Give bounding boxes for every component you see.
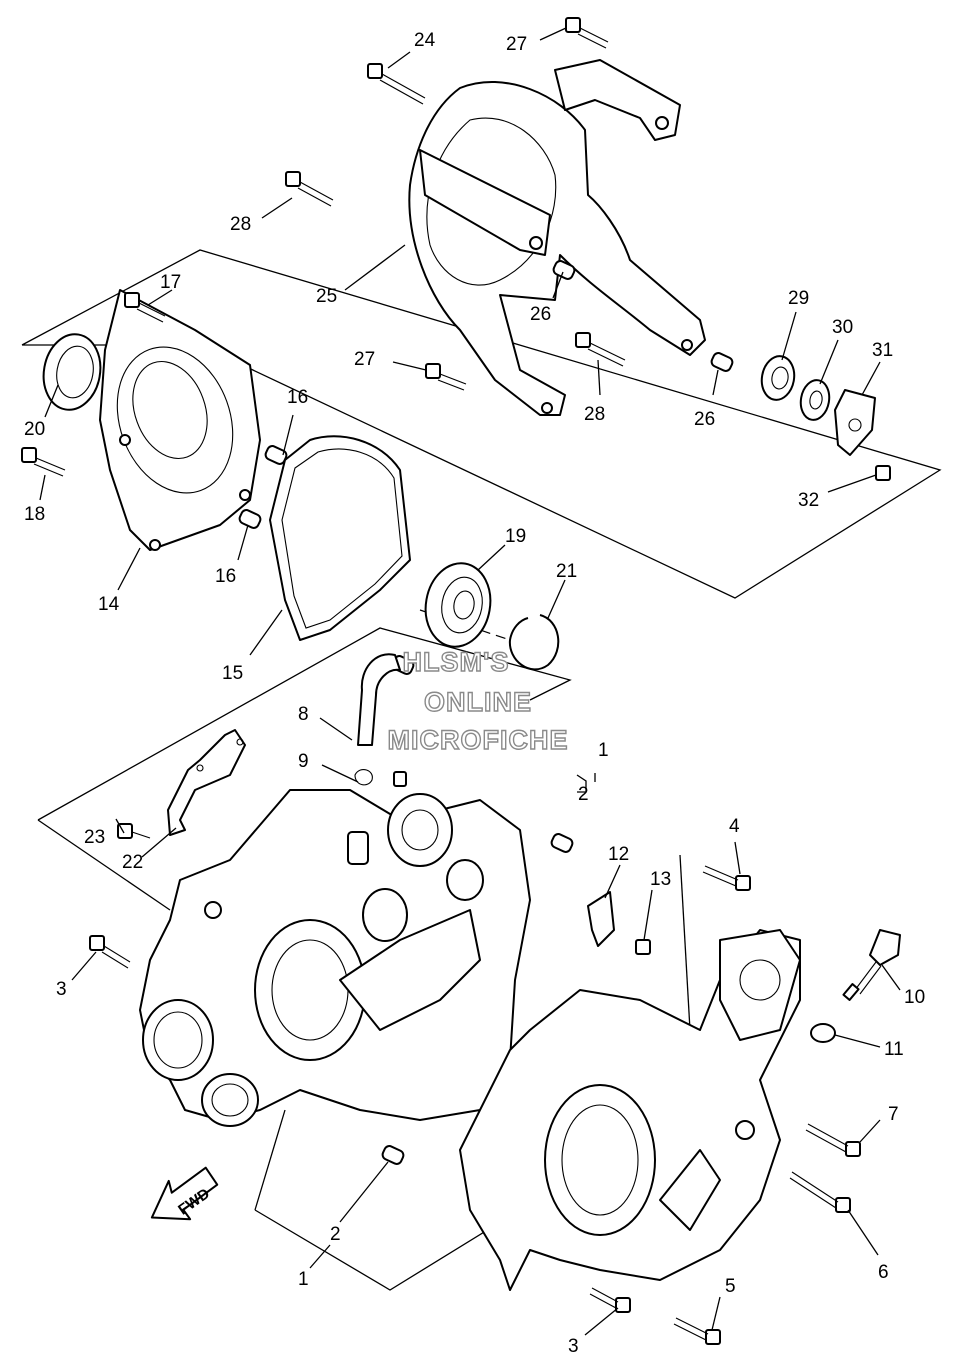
callout-24: 24 <box>414 30 436 51</box>
callout-labels: 1 1 2 2 3 3 4 5 6 7 8 9 10 11 12 13 14 1… <box>24 30 925 1357</box>
callout-20: 20 <box>24 419 45 440</box>
bolt-icon <box>367 63 426 105</box>
callout-5: 5 <box>725 1276 736 1297</box>
plate-31 <box>834 389 876 456</box>
callout-14: 14 <box>98 594 120 615</box>
watermark-line-3: MICROFICHE <box>388 725 569 755</box>
callout-15: 15 <box>222 663 243 684</box>
bolt-icon <box>21 447 66 477</box>
callout-2: 2 <box>578 784 589 805</box>
bolt-icon <box>702 865 751 891</box>
bolt-icon <box>589 1287 631 1313</box>
dowel-pin-icon <box>710 352 734 372</box>
callout-7: 7 <box>888 1104 899 1125</box>
callout-27: 27 <box>354 349 375 370</box>
callout-9: 9 <box>298 751 309 772</box>
callout-25: 25 <box>316 286 337 307</box>
callout-4: 4 <box>729 816 740 837</box>
bolt-icon <box>875 465 891 481</box>
callout-28: 28 <box>230 214 251 235</box>
forward-direction-arrow: FWD <box>150 1166 219 1221</box>
bracket <box>167 729 246 836</box>
callout-26: 26 <box>530 304 551 325</box>
crankcase-left <box>139 789 531 1127</box>
watermark-line-2: ONLINE <box>424 687 532 717</box>
breather-hose <box>354 653 401 786</box>
callout-16: 16 <box>215 566 236 587</box>
callout-8: 8 <box>298 704 309 725</box>
bolts <box>21 17 891 1345</box>
bearing-19 <box>424 562 492 648</box>
o-ring-11 <box>810 1023 836 1043</box>
callout-16: 16 <box>287 387 308 408</box>
bolt-icon <box>89 935 131 969</box>
callout-32: 32 <box>798 490 819 511</box>
bolt-icon <box>285 171 334 207</box>
callout-27: 27 <box>506 34 527 55</box>
dipstick <box>842 929 901 1001</box>
callout-11: 11 <box>884 1039 904 1060</box>
crankcase-cover <box>99 289 261 551</box>
callout-10: 10 <box>904 987 925 1008</box>
crankcase-right <box>459 929 801 1291</box>
washer-30 <box>799 379 831 421</box>
callout-6: 6 <box>878 1262 889 1283</box>
circlip-21 <box>508 614 560 671</box>
dowel-pin-icon <box>550 833 574 853</box>
fitting-9 <box>347 771 407 865</box>
watermark-line-1: HLSM'S <box>403 647 510 677</box>
dowel-pin-icon <box>264 445 288 465</box>
bolt-icon <box>673 1317 721 1345</box>
callout-29: 29 <box>788 288 809 309</box>
callout-12: 12 <box>608 844 629 865</box>
bearings <box>42 333 876 1043</box>
bolt-icon <box>635 939 651 955</box>
bolt-icon <box>425 363 467 391</box>
dowel-pin-icon <box>238 509 262 529</box>
bearing-29 <box>760 355 796 401</box>
callout-17: 17 <box>160 272 181 293</box>
bolt-icon <box>124 292 166 323</box>
callout-26: 26 <box>694 409 715 430</box>
watermark: HLSM'S ONLINE MICROFICHE <box>387 646 569 755</box>
callout-13: 13 <box>650 869 671 890</box>
dowel-pin-icon <box>381 1145 405 1165</box>
bolt-icon <box>805 1123 861 1157</box>
leader-lines <box>39 27 901 1336</box>
callout-23: 23 <box>84 827 105 848</box>
plate-12 <box>587 891 615 947</box>
oil-seal-20 <box>42 333 102 411</box>
callout-2: 2 <box>330 1224 341 1245</box>
callout-22: 22 <box>122 852 143 873</box>
bolt-icon <box>789 1171 851 1213</box>
cover-gasket <box>269 435 411 641</box>
callout-3: 3 <box>56 979 67 1000</box>
bolt-icon <box>565 17 609 49</box>
callout-19: 19 <box>505 526 526 547</box>
callout-31: 31 <box>872 340 893 361</box>
bolt-icon <box>575 332 626 367</box>
callout-30: 30 <box>832 317 853 338</box>
callout-3: 3 <box>568 1336 579 1357</box>
callout-1: 1 <box>598 740 609 761</box>
callout-21: 21 <box>556 561 577 582</box>
callout-18: 18 <box>24 504 45 525</box>
callout-1: 1 <box>298 1269 309 1290</box>
callout-28: 28 <box>584 404 605 425</box>
fan-shroud <box>408 59 706 416</box>
